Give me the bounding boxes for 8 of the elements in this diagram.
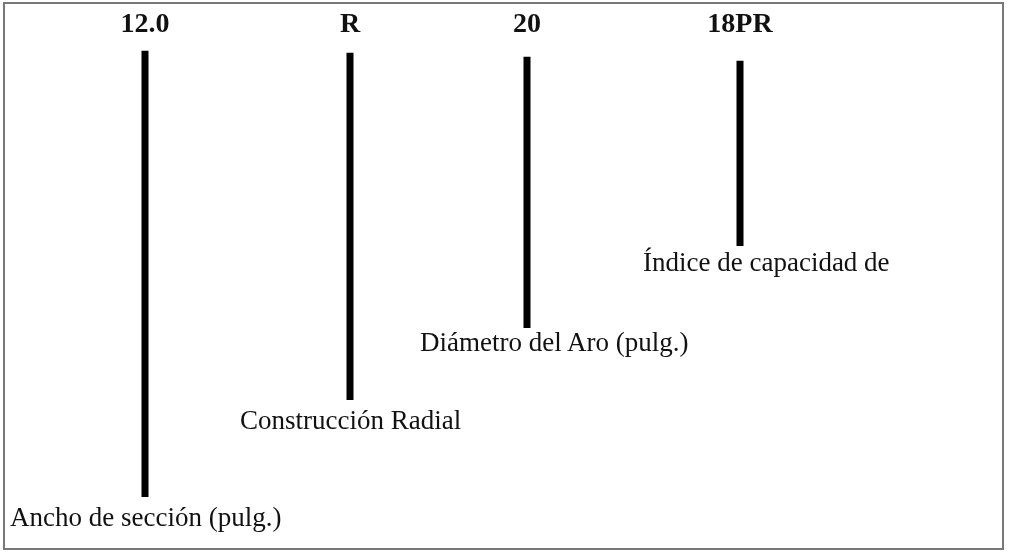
description-label: Índice de capacidad de xyxy=(643,248,890,278)
description-label: Ancho de sección (pulg.) xyxy=(10,503,282,533)
description-label: Construcción Radial xyxy=(240,406,462,436)
code-label: 18PR xyxy=(695,8,785,39)
code-label: R xyxy=(320,8,380,39)
description-label: Diámetro del Aro (pulg.) xyxy=(420,328,689,358)
code-label: 20 xyxy=(497,8,557,39)
code-label: 12.0 xyxy=(105,8,185,39)
